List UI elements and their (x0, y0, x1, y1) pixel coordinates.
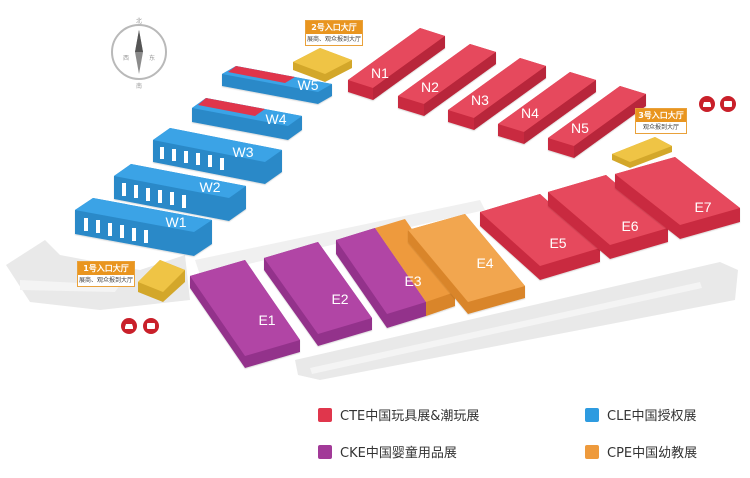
legend-swatch-cle (585, 407, 599, 422)
hall-N1[interactable]: N1 (348, 28, 445, 100)
hall-label-E2: E2 (331, 291, 348, 307)
legend-item-cpe: CPE中国幼教展 (585, 442, 697, 461)
legend-swatch-cke (318, 444, 332, 459)
entrance-building-1[interactable] (138, 260, 185, 302)
hall-E4[interactable]: E4 (408, 214, 525, 314)
hall-label-W1: W1 (166, 214, 187, 230)
legend-label-cle: CLE中国授权展 (607, 409, 697, 424)
hall-W3[interactable]: W3 (153, 128, 282, 184)
legend-swatch-cte (318, 407, 332, 422)
hall-E1[interactable]: E1 (190, 260, 300, 368)
compass-west: 西 (123, 55, 129, 62)
hall-label-E5: E5 (549, 235, 566, 251)
compass: 北 南 西 东 (111, 17, 167, 90)
hall-label-E4: E4 (476, 255, 493, 271)
legend-item-cle: CLE中国授权展 (585, 405, 697, 424)
car-icon (699, 96, 715, 112)
hall-N4[interactable]: N4 (498, 72, 596, 144)
hall-E3[interactable]: E3 (336, 219, 455, 328)
hall-label-W2: W2 (200, 179, 221, 195)
hall-W1[interactable]: W1 (75, 198, 212, 256)
hall-N2[interactable]: N2 (398, 44, 496, 116)
entrance-subtitle-1: 展商、观众报到大厅 (78, 277, 133, 284)
legend-item-cte: CTE中国玩具展&潮玩展 (318, 405, 479, 424)
legend-label-cte: CTE中国玩具展&潮玩展 (340, 409, 480, 424)
entrance-subtitle-3: 观众报到大厅 (642, 124, 679, 131)
hall-E6[interactable]: E6 (548, 175, 668, 259)
hall-W4[interactable]: W4 (192, 98, 302, 140)
hall-label-N5: N5 (571, 120, 589, 136)
hall-label-E6: E6 (621, 218, 638, 234)
compass-north: 北 (136, 17, 142, 25)
entrance-title-2: 2号入口大厅 (306, 21, 362, 34)
hall-E7[interactable]: E7 (615, 157, 740, 239)
hall-label-N3: N3 (471, 92, 489, 108)
hall-E2[interactable]: E2 (264, 242, 372, 346)
entrance-building-3[interactable] (612, 137, 672, 168)
hall-N3[interactable]: N3 (448, 58, 546, 130)
legend-label-cpe: CPE中国幼教展 (607, 446, 698, 461)
hall-label-W5: W5 (298, 77, 319, 93)
entrance-title-3: 3号入口大厅 (636, 109, 686, 122)
hall-label-N4: N4 (521, 105, 539, 121)
compass-east: 东 (149, 54, 155, 62)
hall-label-W3: W3 (233, 144, 254, 160)
legend-label-cke: CKE中国婴童用品展 (340, 446, 457, 461)
hall-W5[interactable]: W5 (222, 66, 332, 104)
car-icon (121, 318, 137, 334)
hall-W2[interactable]: W2 (114, 164, 246, 221)
legend-swatch-cpe (585, 444, 599, 459)
hall-label-W4: W4 (266, 111, 287, 127)
hall-E5[interactable]: E5 (480, 194, 600, 280)
hall-label-N1: N1 (371, 65, 389, 81)
entrance-subtitle-2: 展商、观众报到大厅 (306, 36, 361, 43)
compass-south: 南 (136, 82, 142, 90)
entrance-callout-2[interactable]: 2号入口大厅 展商、观众报到大厅 (305, 20, 363, 46)
hall-label-E7: E7 (694, 199, 711, 215)
entrance-callout-1[interactable]: 1号入口大厅 展商、观众报到大厅 (77, 261, 135, 287)
hall-label-E1: E1 (258, 312, 275, 328)
entrance-building-2[interactable] (293, 48, 352, 82)
legend-item-cke: CKE中国婴童用品展 (318, 442, 457, 461)
hall-N5[interactable]: N5 (548, 86, 646, 158)
hall-label-E3: E3 (404, 273, 421, 289)
bus-icon (143, 318, 159, 334)
hall-label-N2: N2 (421, 79, 439, 95)
bus-icon (720, 96, 736, 112)
ground-stripes (20, 280, 702, 374)
entrance-callout-3[interactable]: 3号入口大厅 观众报到大厅 (635, 108, 687, 134)
entrance-title-1: 1号入口大厅 (78, 262, 134, 275)
